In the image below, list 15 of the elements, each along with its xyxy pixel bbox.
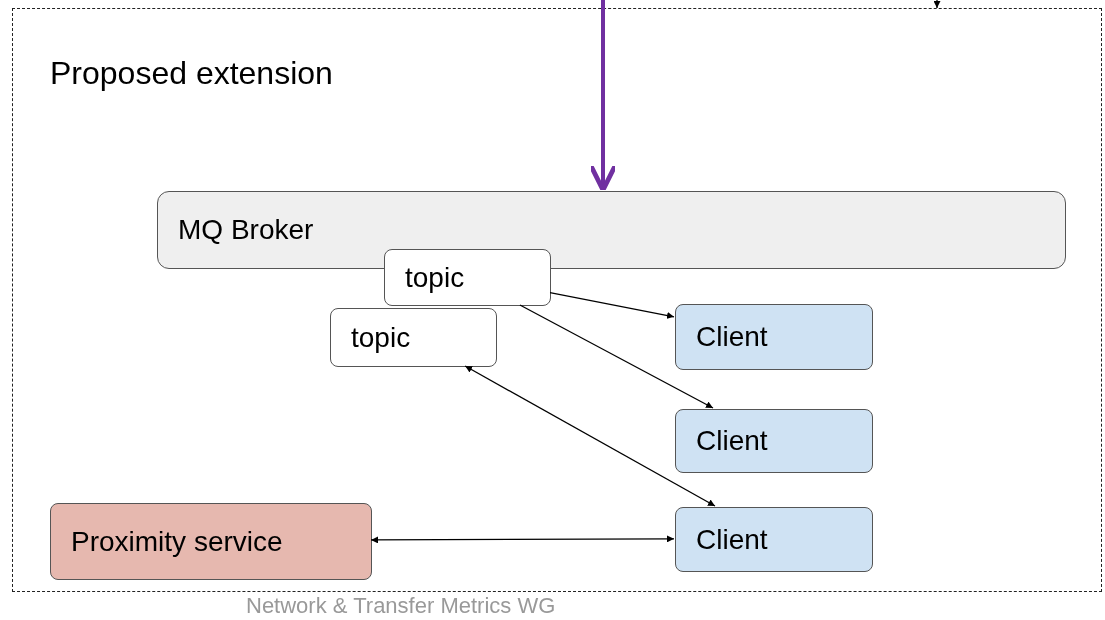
service-box: Proximity service xyxy=(50,503,372,580)
dashed-frame xyxy=(12,8,1102,592)
arrow xyxy=(370,535,675,544)
topic-box: topic xyxy=(330,308,497,367)
client-box: Client xyxy=(675,304,873,370)
frame-title: Proposed extension xyxy=(50,57,333,89)
client-box: Client xyxy=(675,507,873,572)
arrow xyxy=(588,0,618,193)
arrow xyxy=(464,365,716,507)
arrow xyxy=(549,292,675,319)
footer-text: Network & Transfer Metrics WG xyxy=(246,595,556,617)
topic-box: topic xyxy=(384,249,551,306)
arrow xyxy=(933,0,941,9)
client-box: Client xyxy=(675,409,873,473)
arrow xyxy=(519,304,714,409)
